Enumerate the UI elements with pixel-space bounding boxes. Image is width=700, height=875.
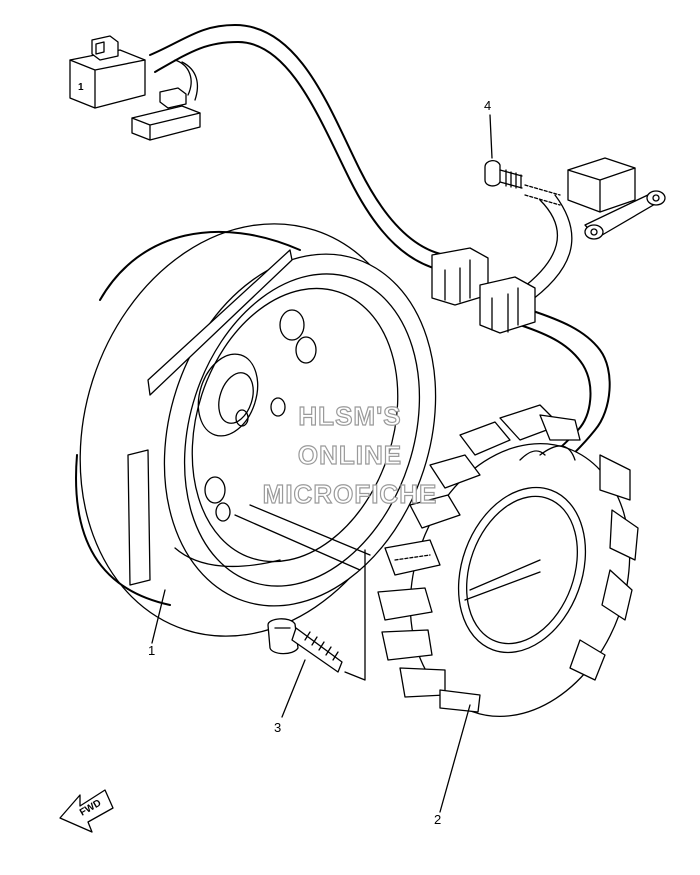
part2-stator xyxy=(377,404,639,718)
part4-screw xyxy=(484,160,561,206)
callout-3: 3 xyxy=(274,720,281,735)
coupler-small xyxy=(131,87,201,141)
watermark-line-1: HLSM'S xyxy=(298,401,401,431)
watermark: HLSM'S ONLINE MICROFICHE xyxy=(262,400,438,509)
callout-2: 2 xyxy=(434,812,441,827)
watermark-line-3: MICROFICHE xyxy=(263,479,438,509)
part4-bracket xyxy=(567,157,666,240)
leader-lines xyxy=(151,114,493,813)
mid-couplers xyxy=(431,247,536,334)
connector-mark: 1 xyxy=(78,82,84,93)
fwd-arrow-icon: FWD xyxy=(59,789,114,833)
callout-4: 4 xyxy=(484,98,491,113)
callout-1: 1 xyxy=(148,643,155,658)
coupler-large: 1 xyxy=(69,35,146,109)
part1-rotor xyxy=(75,223,437,637)
part3-bolt xyxy=(267,549,366,681)
watermark-line-2: ONLINE xyxy=(298,440,402,470)
wire-harness xyxy=(149,24,611,486)
